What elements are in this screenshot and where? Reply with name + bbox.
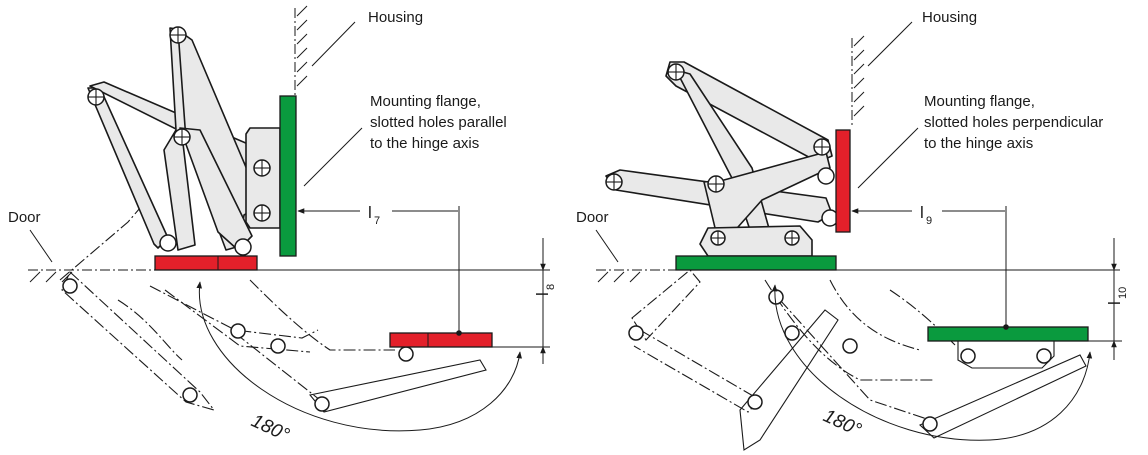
right-dim-l9-label: l bbox=[920, 203, 924, 222]
right-dim-l10-sub: 10 bbox=[1117, 287, 1129, 299]
right-flange-label-2: slotted holes perpendicular bbox=[924, 114, 1103, 131]
left-dim-l7-sub: 7 bbox=[374, 215, 380, 227]
left-hinge-closed-position bbox=[87, 26, 281, 256]
right-flange-label-3: to the hinge axis bbox=[924, 135, 1033, 152]
left-housing-flange-green bbox=[279, 95, 297, 257]
left-housing-wall bbox=[294, 5, 308, 95]
left-angle-label: 180° bbox=[248, 410, 293, 446]
left-door-label: Door bbox=[8, 209, 41, 226]
left-housing-label: Housing bbox=[368, 9, 423, 26]
right-housing-label: Housing bbox=[922, 9, 977, 26]
left-flange-label-1: Mounting flange, bbox=[370, 93, 481, 110]
right-angle-label: 180° bbox=[820, 405, 865, 441]
left-flange-label-3: to the hinge axis bbox=[370, 135, 479, 152]
right-hinge-figure: 180° bbox=[576, 9, 1129, 451]
left-dim-l7-label: l bbox=[368, 203, 372, 222]
right-flange-label-1: Mounting flange, bbox=[924, 93, 1035, 110]
right-dimension-l10: l 10 bbox=[1088, 238, 1129, 360]
right-door-surface bbox=[596, 269, 1120, 283]
left-dimension-l7: l 7 bbox=[297, 203, 460, 333]
right-hinge-closed-position bbox=[605, 61, 839, 257]
right-dim-l9-sub: 9 bbox=[926, 215, 932, 227]
right-door-flange-green bbox=[675, 255, 837, 271]
left-door-flange-red bbox=[154, 255, 258, 271]
left-dim-l8-label: l bbox=[533, 292, 552, 296]
left-door-flange-red-open bbox=[389, 332, 493, 348]
left-angle-arc bbox=[196, 281, 522, 432]
left-hinge-figure: 180° bbox=[8, 5, 557, 446]
right-door-label: Door bbox=[576, 209, 609, 226]
left-dimension-l8: l 8 bbox=[492, 238, 557, 364]
left-flange-label-2: slotted holes parallel bbox=[370, 114, 507, 131]
right-dim-l10-label: l bbox=[1105, 301, 1124, 305]
right-housing-flange-red bbox=[835, 129, 851, 233]
right-angle-arc bbox=[771, 284, 1093, 441]
right-housing-wall bbox=[851, 35, 865, 128]
left-dim-l8-sub: 8 bbox=[545, 284, 557, 290]
right-door-flange-green-open bbox=[927, 326, 1089, 342]
left-hinge-open-position bbox=[59, 207, 487, 413]
right-dimension-l9: l 9 bbox=[851, 203, 1007, 327]
left-door-surface bbox=[28, 269, 550, 283]
